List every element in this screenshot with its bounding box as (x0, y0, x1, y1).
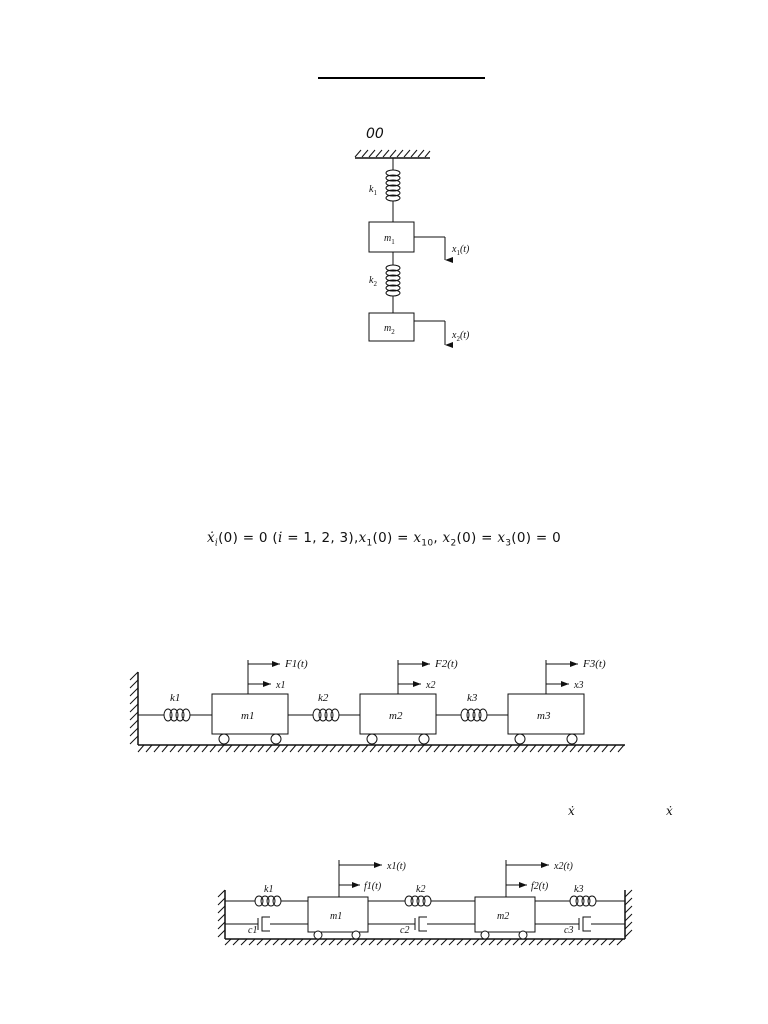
enclosure (217, 889, 633, 946)
label-c1: c1 (248, 925, 257, 936)
figure-vertical-spring-mass: k1 m1 x1(t) k2 m2 x2(t) (354, 149, 470, 348)
label-f1: f1(t) (364, 881, 382, 892)
arrow-x2 (414, 320, 453, 348)
label-m1: m1 (384, 233, 395, 246)
label-m2: m2 (497, 911, 509, 922)
label-F1: F1(t) (284, 658, 308, 670)
spring-k1 (385, 158, 401, 222)
mass-m1 (368, 221, 415, 253)
cart-m3 (507, 693, 585, 745)
label-F3: F3(t) (582, 658, 606, 670)
initial-conditions-equation: ẋi(0) = 0 (i = 1, 2, 3),x1(0) = x10, x2(… (207, 530, 561, 549)
spring-k2 (385, 252, 401, 313)
spring-k3 (535, 895, 625, 907)
label-x2: x2(t) (553, 861, 574, 872)
label-m1: m1 (241, 710, 254, 722)
title-underline (318, 77, 485, 79)
damper-c1 (225, 916, 308, 932)
label-x1: x1 (275, 680, 285, 691)
cart-m2 (474, 896, 536, 940)
damper-c3 (535, 916, 625, 932)
spring-k3 (436, 708, 508, 722)
label-x1: x1(t) (451, 244, 470, 257)
stray-mark-2: ẋ (666, 804, 673, 818)
label-x2: x2(t) (451, 330, 470, 343)
figure-spring-damper-carts: k1 k2 k3 c1 c2 c3 m1 m2 x1(t) x2(t) f1(t… (217, 860, 633, 946)
label-k1: k1 (264, 884, 273, 895)
arrows-x-f (338, 860, 549, 897)
label-F2: F2(t) (434, 658, 458, 670)
label-k1: k1 (170, 692, 180, 704)
label-k2: k2 (318, 692, 329, 704)
figure-label: 00 (366, 126, 384, 142)
cart-m2 (359, 693, 437, 745)
spring-k2 (368, 895, 475, 907)
stray-mark-1: ẋ (568, 804, 575, 818)
label-k3: k3 (467, 692, 478, 704)
spring-k2 (288, 708, 360, 722)
label-c3: c3 (564, 925, 573, 936)
cart-m1 (211, 693, 289, 745)
floor (137, 744, 625, 753)
label-m1: m1 (330, 911, 342, 922)
spring-k1 (138, 708, 212, 722)
label-k1: k1 (369, 184, 377, 197)
label-k2: k2 (369, 275, 377, 288)
damper-c2 (368, 916, 475, 932)
spring-k1 (225, 895, 308, 907)
label-m2: m2 (389, 710, 403, 722)
label-k2: k2 (416, 884, 425, 895)
label-c2: c2 (400, 925, 409, 936)
label-k3: k3 (574, 884, 583, 895)
arrow-x1 (414, 236, 453, 263)
label-f2: f2(t) (531, 881, 549, 892)
label-m2: m2 (384, 323, 395, 336)
mass-m2 (368, 312, 415, 342)
figure-three-mass-carts: k1 k2 k3 m1 m2 m3 F1(t) F2(t) F3(t) x1 x… (129, 658, 625, 753)
cart-m1 (307, 896, 369, 940)
arrows-f-x (247, 660, 578, 694)
label-m3: m3 (537, 710, 551, 722)
label-x1: x1(t) (386, 861, 407, 872)
label-x3: x3 (573, 680, 583, 691)
left-wall (129, 671, 139, 745)
ceiling-support (354, 149, 431, 159)
label-x2: x2 (425, 680, 435, 691)
